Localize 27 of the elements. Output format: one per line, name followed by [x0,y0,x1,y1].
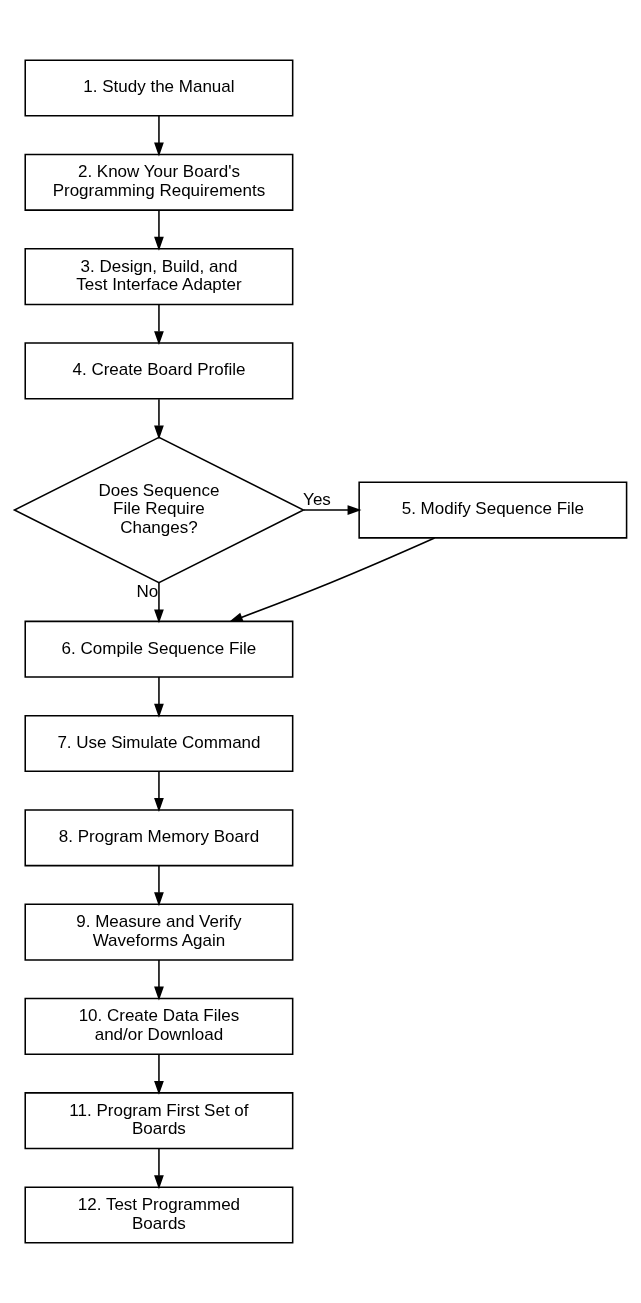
arrow [154,582,164,624]
node-box: 9. Measure and Verify Waveforms Again [24,903,294,961]
arrow [154,959,164,1001]
edge-label: No [136,581,159,601]
node-box: 10. Create Data Files and/or Download [24,997,294,1055]
arrow [154,303,164,346]
node-box: 6. Compile Sequence File [24,620,294,678]
arrow [302,505,362,515]
arrow [154,1053,164,1095]
node-box: 8. Program Memory Board [24,809,294,867]
node-box: 4. Create Board Profile [24,342,294,400]
node-box: 5. Modify Sequence File [358,481,628,539]
node-box: 7. Use Simulate Command [24,714,294,773]
arrow [154,398,164,440]
arrow [228,537,436,623]
edge-label: Yes [303,490,331,510]
node-box: 11. Program First Set of Boards [24,1092,294,1150]
node-box: 12. Test Programmed Boards [24,1186,294,1244]
arrow [154,676,164,718]
arrow [154,1147,164,1190]
node-box: 3. Design, Build, and Test Interface Adapter [24,248,294,306]
arrow [154,770,164,812]
arrow [154,115,164,157]
node-box: 2. Know Your Board's Programming Requirements [24,153,294,211]
arrow [154,864,164,907]
node-box: 1. Study the Manual [24,59,294,117]
arrow [154,209,164,251]
